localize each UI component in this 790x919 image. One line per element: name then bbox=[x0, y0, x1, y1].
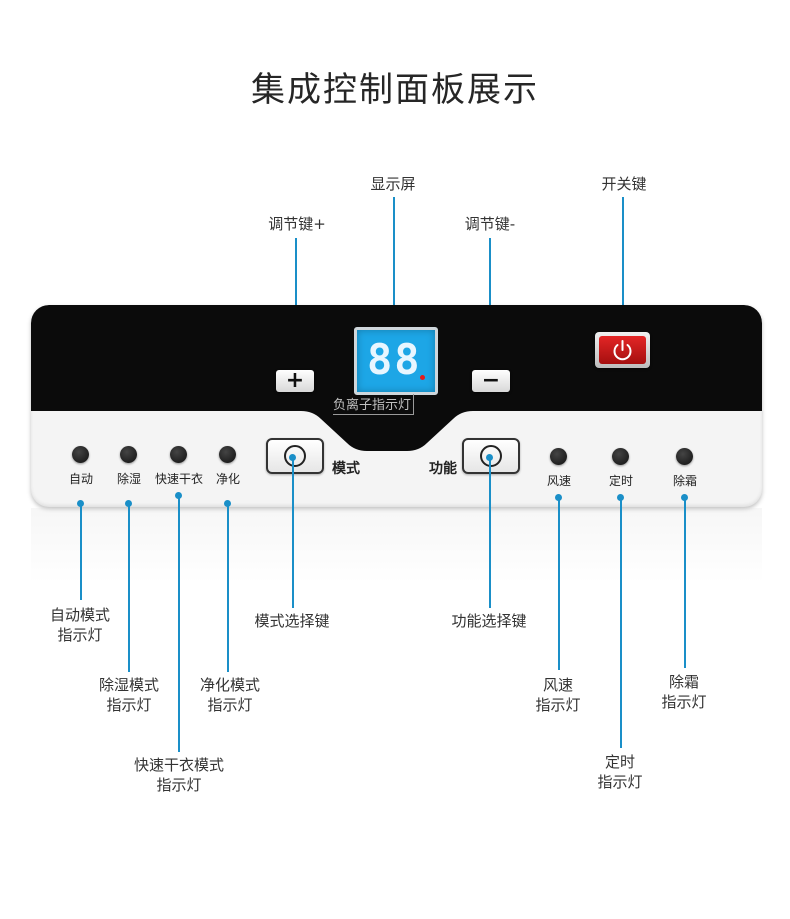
power-button[interactable] bbox=[595, 332, 650, 368]
callout-display: 显示屏 bbox=[370, 175, 416, 193]
callout-adjust-minus: 调节键- bbox=[464, 215, 516, 233]
mode-label: 模式 bbox=[332, 461, 360, 477]
callout-purify-indicator: 净化模式 指示灯 bbox=[199, 676, 260, 714]
adjust-plus-button[interactable]: + bbox=[276, 370, 314, 392]
callout-defrost-indicator: 除霜 指示灯 bbox=[661, 673, 707, 711]
function-label: 功能 bbox=[429, 461, 457, 477]
leader-dot-purify bbox=[224, 500, 231, 507]
leader-dot-wind-speed bbox=[555, 494, 562, 501]
leader-auto bbox=[80, 504, 82, 600]
led-purify bbox=[219, 446, 236, 463]
callout-wind-speed-indicator: 风速 指示灯 bbox=[535, 676, 581, 714]
leader-dehumidify bbox=[128, 504, 130, 672]
leader-dot-auto bbox=[77, 500, 84, 507]
callout-adjust-plus: 调节键+ bbox=[268, 215, 326, 233]
callout-dehumidify-indicator: 除湿模式 指示灯 bbox=[98, 676, 159, 714]
display-digits: 88 bbox=[367, 335, 422, 384]
callout-power: 开关键 bbox=[601, 175, 647, 193]
leader-mode bbox=[292, 458, 294, 608]
callout-quick-dry-indicator: 快速干衣模式 指示灯 bbox=[133, 756, 224, 794]
callout-function-key: 功能选择键 bbox=[451, 612, 527, 630]
ion-indicator-label: 负离子指示灯 bbox=[333, 394, 415, 415]
led-defrost bbox=[676, 448, 693, 465]
led-wind-speed bbox=[550, 448, 567, 465]
leader-wind-speed bbox=[558, 498, 560, 670]
callout-mode-key: 模式选择键 bbox=[254, 612, 330, 630]
led-dehumidify bbox=[120, 446, 137, 463]
led-dehumidify-label: 除湿 bbox=[116, 472, 141, 486]
display-screen: 88 bbox=[354, 327, 438, 395]
leader-dot-dehumidify bbox=[125, 500, 132, 507]
leader-purify bbox=[227, 504, 229, 672]
mode-ring-icon bbox=[284, 445, 306, 467]
leader-power bbox=[622, 197, 624, 327]
power-button-face bbox=[599, 336, 646, 364]
callout-auto-indicator: 自动模式 指示灯 bbox=[49, 606, 110, 644]
adjust-minus-button[interactable]: − bbox=[472, 370, 510, 392]
callout-timer-indicator: 定时 指示灯 bbox=[597, 753, 643, 791]
leader-dot-mode bbox=[289, 454, 296, 461]
led-timer bbox=[612, 448, 629, 465]
leader-defrost bbox=[684, 498, 686, 668]
led-auto-label: 自动 bbox=[68, 472, 93, 486]
ion-indicator-dot bbox=[420, 375, 425, 380]
leader-dot-timer bbox=[617, 494, 624, 501]
led-auto bbox=[72, 446, 89, 463]
led-timer-label: 定时 bbox=[608, 474, 633, 488]
leader-dot-quick-dry bbox=[175, 492, 182, 499]
leader-display bbox=[393, 197, 395, 325]
led-quick-dry-label: 快速干衣 bbox=[154, 472, 203, 486]
function-ring-icon bbox=[480, 445, 502, 467]
led-quick-dry bbox=[170, 446, 187, 463]
leader-timer bbox=[620, 498, 622, 748]
led-purify-label: 净化 bbox=[215, 472, 240, 486]
led-defrost-label: 除霜 bbox=[672, 474, 697, 488]
leader-function bbox=[489, 458, 491, 608]
leader-quick-dry bbox=[178, 496, 180, 752]
leader-dot-defrost bbox=[681, 494, 688, 501]
page-title: 集成控制面板展示 bbox=[251, 70, 539, 110]
power-icon bbox=[613, 340, 632, 361]
leader-dot-function bbox=[486, 454, 493, 461]
led-wind-speed-label: 风速 bbox=[546, 474, 571, 488]
panel-reflection bbox=[31, 508, 762, 583]
